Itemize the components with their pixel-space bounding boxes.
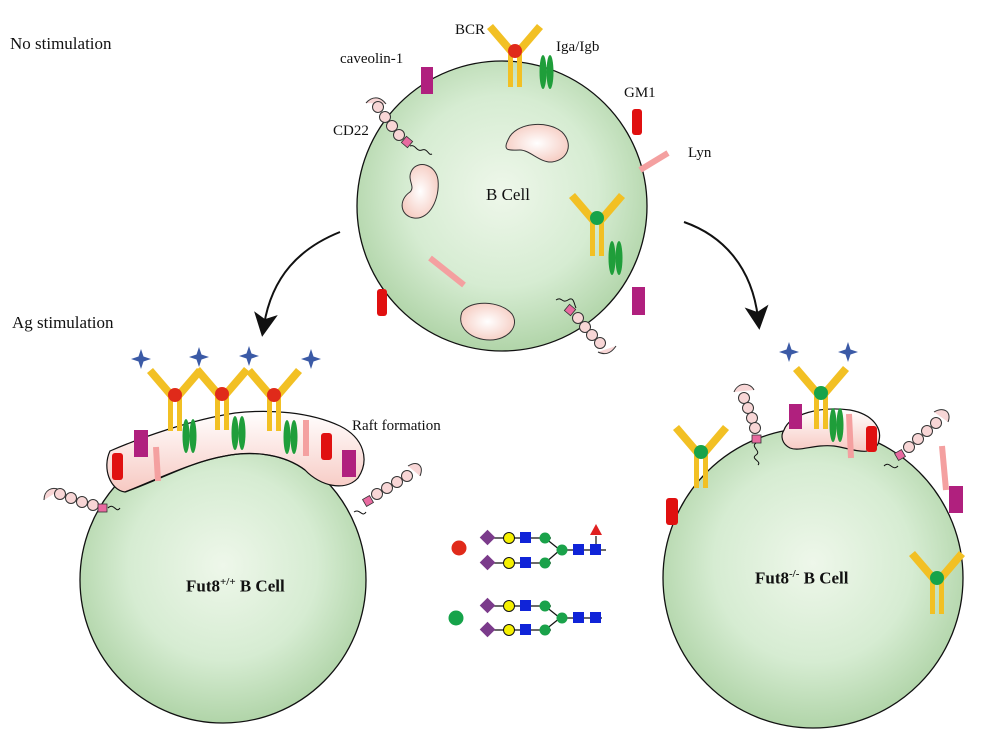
gm1-label: GM1 [624,85,656,101]
glycan-structure-icon [479,524,606,571]
arrow-right [683,221,769,330]
raft-formation-label: Raft formation [352,418,441,434]
glycan-legend [448,524,606,638]
arrow-left [254,231,341,337]
fut8-ko-b-cell [662,342,965,729]
cd22-label: CD22 [333,123,369,139]
center-cell-label: B Cell [486,185,530,204]
fut8-ko-cell-label: Fut8-/- B Cell [755,569,849,587]
bcr-label: BCR [455,22,486,38]
unstimulated-b-cell [356,24,670,355]
fut8-wt-prefix: Fut8 [186,576,220,596]
caveolin-label: caveolin-1 [340,51,404,67]
ag-stimulation-label: Ag stimulation [12,313,114,332]
fut8-wt-cell-label: Fut8+/+ B Cell [186,577,285,595]
fut8-ko-suffix: B Cell [799,568,849,588]
fut8-wt-genotype: +/+ [220,576,236,588]
lyn-label: Lyn [688,145,712,161]
iga-igb-label: Iga/Igb [556,39,600,55]
fut8-ko-prefix: Fut8 [755,568,789,588]
fut8-wt-b-cell [43,346,422,724]
fut8-ko-genotype: -/- [789,568,800,580]
no-stimulation-label: No stimulation [10,34,112,53]
fut8-wt-suffix: B Cell [235,576,285,596]
